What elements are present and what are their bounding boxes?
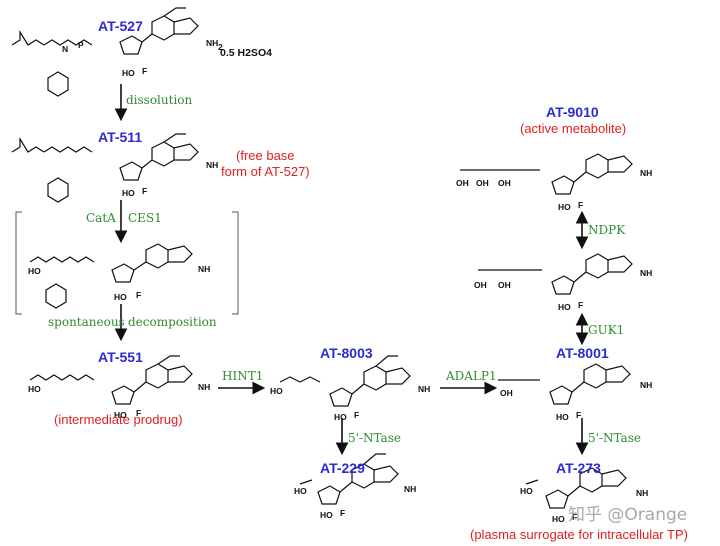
structure-at8001 xyxy=(498,363,631,405)
enzyme-hint1: HINT1 xyxy=(222,369,263,383)
svg-text:HO: HO xyxy=(270,386,283,396)
svg-text:OH: OH xyxy=(474,280,487,290)
svg-text:HO: HO xyxy=(294,486,307,496)
svg-text:HO: HO xyxy=(122,188,135,198)
svg-text:F: F xyxy=(142,66,147,76)
structure-at511 xyxy=(11,133,199,203)
svg-text:HO: HO xyxy=(114,410,127,420)
enzyme-decomposition: decomposition xyxy=(128,315,217,329)
svg-text:HO: HO xyxy=(28,266,41,276)
svg-text:NH: NH xyxy=(636,488,648,498)
svg-text:F: F xyxy=(572,512,577,522)
enzyme-ndpk: NDPK xyxy=(588,223,626,237)
svg-text:NH: NH xyxy=(640,380,652,390)
svg-text:OH: OH xyxy=(500,388,513,398)
structure-bracketed-intermediate xyxy=(29,243,193,309)
svg-text:NH: NH xyxy=(198,382,210,392)
enzyme-ntase-1: 5'-NTase xyxy=(348,431,401,445)
svg-text:NH: NH xyxy=(206,160,218,170)
svg-text:HO: HO xyxy=(552,514,565,524)
enzyme-guk1: GUK1 xyxy=(588,323,624,337)
label-at229: AT-229 xyxy=(320,460,365,476)
svg-text:NH: NH xyxy=(640,268,652,278)
structure-at273 xyxy=(525,467,627,509)
label-at8001: AT-8001 xyxy=(556,345,609,361)
structure-at551 xyxy=(29,355,193,405)
svg-text:HO: HO xyxy=(558,202,571,212)
svg-text:OH: OH xyxy=(456,178,469,188)
svg-text:HO: HO xyxy=(334,412,347,422)
label-at551: AT-551 xyxy=(98,349,143,365)
svg-text:HO: HO xyxy=(320,510,333,520)
structure-at229 xyxy=(299,453,399,505)
note-intermediate: (intermediate prodrug) xyxy=(54,412,183,427)
label-at273: AT-273 xyxy=(556,460,601,476)
svg-text:F: F xyxy=(578,300,583,310)
svg-text:P: P xyxy=(78,40,84,50)
svg-text:HO: HO xyxy=(28,384,41,394)
label-at511: AT-511 xyxy=(98,129,142,145)
structure-at9010 xyxy=(460,153,633,195)
enzyme-adalp1: ADALP1 xyxy=(445,369,497,383)
svg-text:HO: HO xyxy=(114,292,127,302)
note-free-base-2: form of AT-527) xyxy=(221,164,310,179)
svg-text:F: F xyxy=(340,508,345,518)
svg-text:NH: NH xyxy=(404,484,416,494)
svg-text:N: N xyxy=(62,44,68,54)
label-salt: 0.5 H2SO4 xyxy=(220,47,272,59)
structure-at8003 xyxy=(279,355,411,407)
label-at8003: AT-8003 xyxy=(320,345,373,361)
svg-text:HO: HO xyxy=(122,68,135,78)
svg-text:F: F xyxy=(136,290,141,300)
watermark: 知乎 @Orange xyxy=(568,505,687,525)
note-free-base-1: (free base xyxy=(236,148,295,163)
note-plasma: (plasma surrogate for intracellular TP) xyxy=(470,527,688,542)
svg-text:HO: HO xyxy=(556,412,569,422)
intermediate-bracket xyxy=(15,211,239,315)
svg-text:HO: HO xyxy=(520,486,533,496)
enzyme-cata: CatA xyxy=(86,211,116,225)
structure-diphosphate xyxy=(478,253,633,295)
svg-text:F: F xyxy=(142,186,147,196)
svg-text:NH: NH xyxy=(206,38,218,48)
svg-text:F: F xyxy=(578,200,583,210)
svg-text:F: F xyxy=(354,410,359,420)
reaction-arrows xyxy=(114,84,589,456)
svg-text:HO: HO xyxy=(558,302,571,312)
svg-text:OH: OH xyxy=(498,178,511,188)
enzyme-ces1: CES1 xyxy=(128,211,162,225)
note-active: (active metabolite) xyxy=(520,121,626,136)
svg-text:NH: NH xyxy=(418,384,430,394)
svg-text:OH: OH xyxy=(476,178,489,188)
svg-text:NH: NH xyxy=(198,264,210,274)
label-at9010: AT-9010 xyxy=(546,104,599,120)
label-at527: AT-527 xyxy=(98,18,143,34)
structure-at527 xyxy=(11,7,199,97)
svg-text:OH: OH xyxy=(498,280,511,290)
svg-text:F: F xyxy=(136,408,141,418)
svg-text:2: 2 xyxy=(218,42,223,52)
enzyme-spontaneous: spontaneous xyxy=(48,315,125,329)
svg-text:NH: NH xyxy=(640,168,652,178)
enzyme-ntase-2: 5'-NTase xyxy=(588,431,641,445)
enzyme-dissolution: dissolution xyxy=(126,93,193,107)
svg-text:F: F xyxy=(576,410,581,420)
